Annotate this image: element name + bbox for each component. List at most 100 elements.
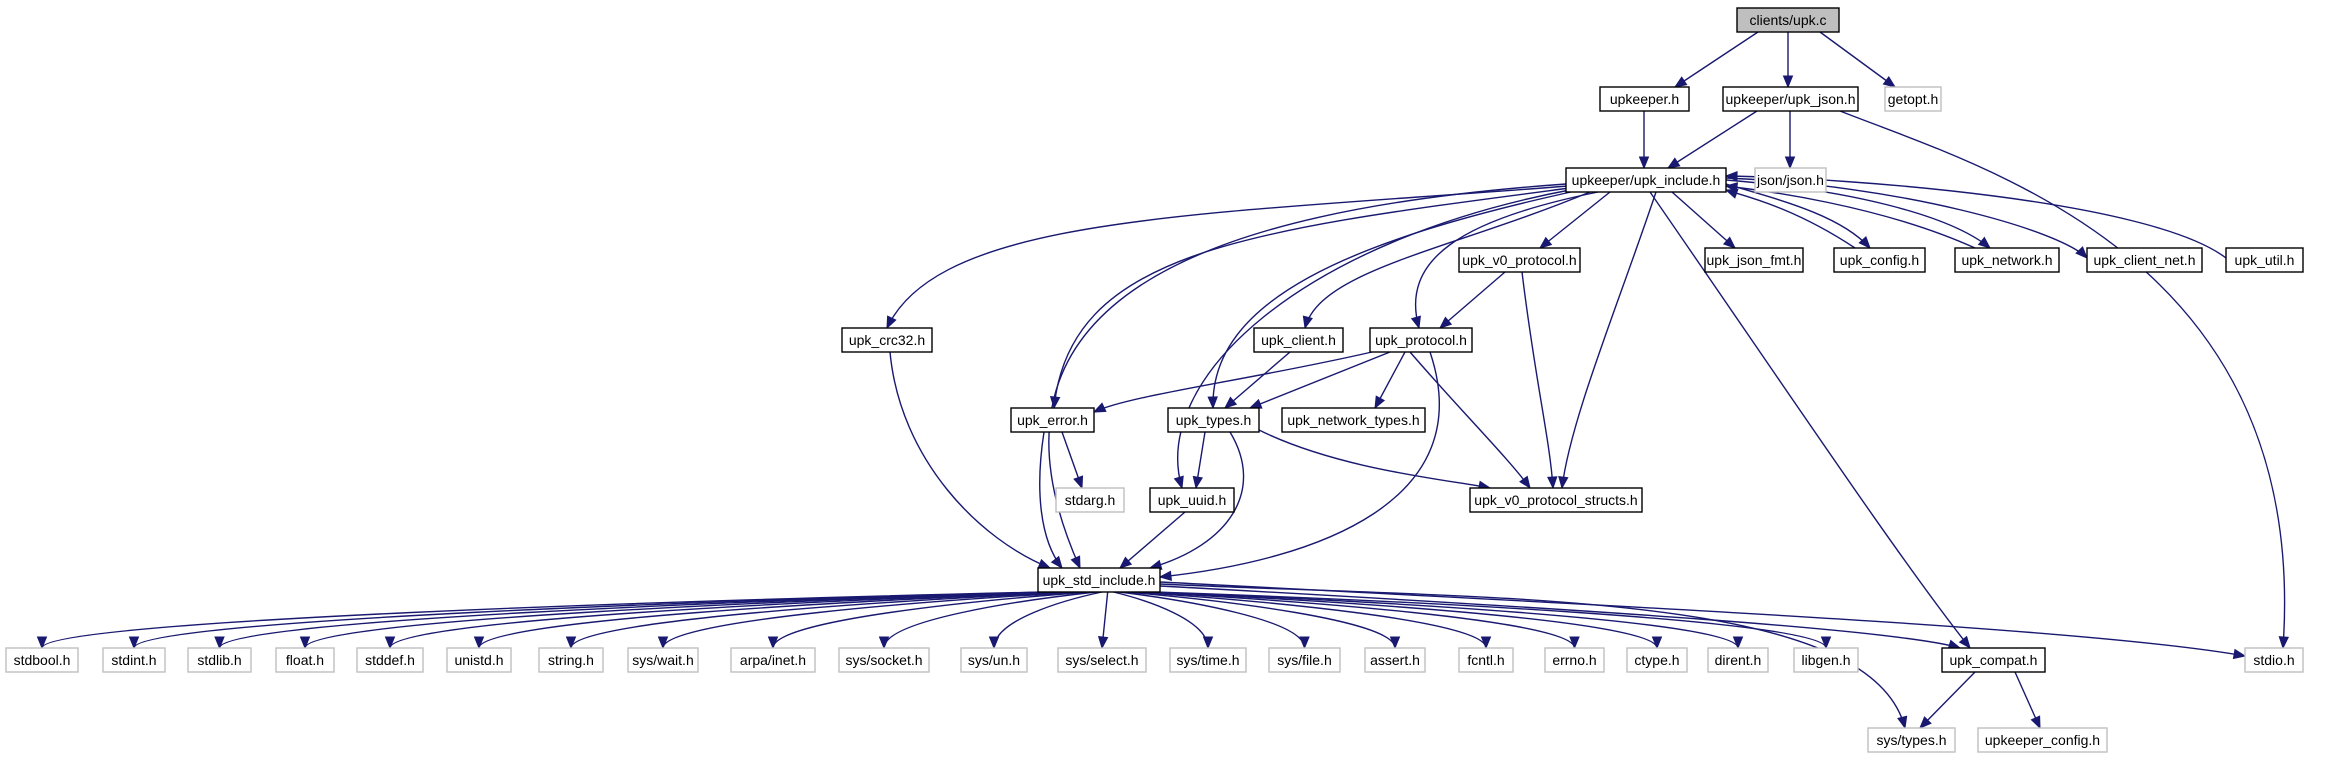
node-box-protocol [1369,327,1473,353]
edge-types-to-v0structs [1258,429,1491,489]
node-label-v0proto: upk_v0_protocol.h [1462,252,1576,268]
node-box-clientnet [2086,247,2203,273]
node-label-sysun: sys/un.h [968,652,1020,668]
node-label-unistd: unistd.h [454,652,503,668]
edge-protocol-to-error [1093,351,1373,413]
edge-include-to-types [1212,189,1581,409]
edge-protocol-to-stdinc-arrowhead [1158,570,1172,582]
node-client[interactable]: upk_client.h [1253,327,1344,353]
edge-include-to-compat-arrowhead [1958,635,1971,650]
node-upkjson[interactable]: upkeeper/upk_json.h [1722,86,1859,112]
edge-stdinc-to-float [304,591,1062,649]
edge-stdinc-to-ctype [1142,591,1658,649]
node-network[interactable]: upk_network.h [1954,247,2060,273]
node-label-network: upk_network.h [1961,252,2052,268]
edge-stdinc-to-stdio-arrowhead [2232,648,2247,660]
node-box-assert [1364,647,1426,673]
edge-include-to-jsonfmt [1671,191,1736,249]
node-label-v0structs: upk_v0_protocol_structs.h [1474,492,1637,508]
node-crc32[interactable]: upk_crc32.h [841,327,933,353]
node-box-unistd [446,647,512,673]
node-box-include [1565,167,1727,193]
node-box-arpainet [730,647,816,673]
edge-include-to-client-arrowhead [1302,315,1313,330]
node-stdbool: stdbool.h [5,647,79,673]
node-fcntl: fcntl.h [1458,647,1514,673]
node-util[interactable]: upk_util.h [2225,247,2304,273]
node-error[interactable]: upk_error.h [1010,407,1095,433]
node-label-types: upk_types.h [1176,412,1252,428]
node-box-v0structs [1469,487,1643,513]
node-stdinc[interactable]: upk_std_include.h [1037,567,1161,593]
node-clientnet[interactable]: upk_client_net.h [2086,247,2203,273]
edge-crc32-to-stdinc [889,351,1051,569]
edge-network-to-include [1725,185,1976,249]
node-upkeeper[interactable]: upkeeper.h [1599,86,1690,112]
edge-stdinc-to-stdlib-arrowhead [214,636,225,650]
edge-stdinc-to-syssocket [883,591,1097,649]
edge-stdinc-to-sysfile-arrowhead [1299,636,1310,650]
node-protocol[interactable]: upk_protocol.h [1369,327,1473,353]
node-box-stdbool [5,647,79,673]
node-types[interactable]: upk_types.h [1167,407,1260,433]
edge-include-to-uuid [1177,188,1576,489]
edge-include-to-config [1725,183,1871,249]
edge-stdinc-to-dirent-arrowhead [1732,636,1744,650]
node-systime: sys/time.h [1169,647,1247,673]
edge-include-to-network-arrowhead [1977,236,1992,249]
node-syssocket: sys/socket.h [838,647,930,673]
node-box-jsonjson [1754,167,1827,193]
node-include[interactable]: upkeeper/upk_include.h [1565,167,1727,193]
node-box-getopt [1884,86,1942,112]
node-box-types [1167,407,1260,433]
edge-stdinc-to-dirent [1148,591,1739,649]
node-arpainet: arpa/inet.h [730,647,816,673]
node-v0proto[interactable]: upk_v0_protocol.h [1458,247,1581,273]
node-label-string: string.h [548,652,594,668]
edge-stdinc-to-compat [1159,585,1961,649]
node-libgen: libgen.h [1793,647,1859,673]
edge-include-to-clientnet-arrowhead [2075,246,2088,259]
node-box-compat [1941,647,2046,673]
edge-stdinc-to-libgen [1153,591,1827,649]
node-box-fcntl [1458,647,1514,673]
node-label-root: clients/upk.c [1749,12,1826,28]
node-uuid[interactable]: upk_uuid.h [1149,487,1235,513]
node-systypes: sys/types.h [1867,727,1956,753]
edge-include-to-v0proto-arrowhead [1538,236,1553,249]
edge-stdinc-to-unistd [478,591,1073,649]
node-v0structs[interactable]: upk_v0_protocol_structs.h [1469,487,1643,513]
edge-uuid-to-stdinc-arrowhead [1118,556,1133,569]
node-label-syssocket: sys/socket.h [845,652,922,668]
node-syswait: sys/wait.h [627,647,699,673]
nodes-layer: clients/upk.c upkeeper.h upkeeper/upk_json… [5,7,2304,753]
node-compat[interactable]: upk_compat.h [1941,647,2046,673]
node-box-dirent [1707,647,1769,673]
edge-stdinc-to-unistd-arrowhead [473,636,485,650]
node-nettypes[interactable]: upk_network_types.h [1281,407,1426,433]
node-label-clientnet: upk_client_net.h [2094,252,2196,268]
node-jsonfmt[interactable]: upk_json_fmt.h [1704,247,1804,273]
edge-protocol-to-types [1249,351,1391,409]
node-label-arpainet: arpa/inet.h [740,652,806,668]
edge-stdinc-to-systime [1113,591,1209,649]
node-box-stdlib [187,647,252,673]
node-box-nettypes [1281,407,1426,433]
node-label-stdlib: stdlib.h [197,652,241,668]
node-box-sysfile [1268,647,1341,673]
node-getopt: getopt.h [1884,86,1942,112]
node-box-libgen [1793,647,1859,673]
node-stdlib: stdlib.h [187,647,252,673]
edge-stdinc-to-string [570,591,1079,649]
node-root[interactable]: clients/upk.c [1736,7,1840,33]
edge-include-to-v0proto [1539,191,1611,249]
edge-stdinc-to-systypes-arrowhead [1897,715,1908,730]
edge-error-to-stdinc-arrowhead [1050,555,1063,570]
node-box-syssocket [838,647,930,673]
edge-stdinc-to-stdio [1159,581,2246,657]
edge-upkjson-to-include-arrowhead [1666,157,1681,169]
node-config[interactable]: upk_config.h [1833,247,1926,273]
node-box-upkeeper [1599,86,1690,112]
node-label-sysfile: sys/file.h [1277,652,1331,668]
node-float: float.h [275,647,335,673]
